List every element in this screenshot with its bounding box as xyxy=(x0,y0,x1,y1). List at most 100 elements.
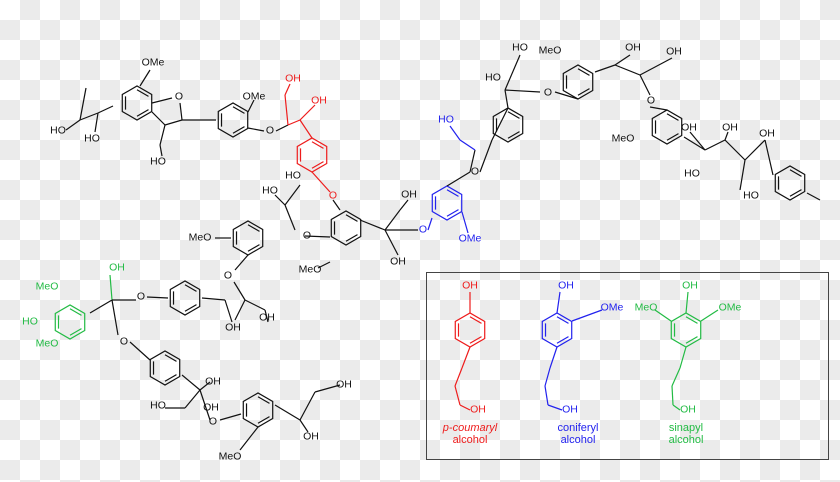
bond xyxy=(504,89,541,93)
bond xyxy=(332,199,341,211)
atom-label: O xyxy=(328,189,338,202)
double-bond xyxy=(164,374,177,382)
atom-label: MeO xyxy=(35,280,59,293)
bond xyxy=(274,194,286,206)
atom-label: OH xyxy=(225,321,241,334)
bond xyxy=(504,89,509,109)
atom-label: HO xyxy=(684,167,700,180)
double-bond xyxy=(232,106,245,114)
bond xyxy=(614,64,641,76)
bond xyxy=(469,149,476,173)
benzene-ring xyxy=(651,109,683,145)
p-coumaryl-alcohol: alcohol xyxy=(452,434,488,446)
bond xyxy=(724,139,746,161)
bond xyxy=(247,99,255,113)
atom-label: HO xyxy=(438,113,454,126)
atom-label: HO xyxy=(262,184,278,197)
double-bond xyxy=(136,89,149,97)
benzene-ring xyxy=(242,392,274,428)
atom-label: MeO xyxy=(218,450,242,463)
benzene-ring xyxy=(492,107,524,143)
double-bond xyxy=(232,126,245,134)
bond xyxy=(111,299,119,336)
bond xyxy=(427,217,433,231)
benzene-ring xyxy=(121,85,153,121)
benzene-ring xyxy=(54,304,86,340)
bond xyxy=(384,229,399,256)
bond xyxy=(671,385,674,406)
atom-label: OMe xyxy=(242,90,266,103)
bond xyxy=(159,144,163,157)
atom-label: HO xyxy=(485,71,501,84)
bond xyxy=(554,91,579,100)
atom-label: HO xyxy=(84,132,100,145)
bond xyxy=(146,296,169,299)
atom-label: MeO xyxy=(35,337,59,350)
atom-label: OH xyxy=(285,72,301,85)
bond xyxy=(639,57,673,76)
atom-label: OMe xyxy=(458,232,482,245)
bond xyxy=(614,54,631,66)
bond xyxy=(199,381,211,391)
atom-label: O xyxy=(646,94,656,107)
double-bond xyxy=(789,189,802,197)
sinapyl-meo: MeO xyxy=(634,301,658,314)
double-bond xyxy=(446,209,459,217)
double-bond xyxy=(345,214,358,222)
bond xyxy=(459,404,471,411)
double-bond xyxy=(69,328,82,336)
bond xyxy=(544,385,549,406)
atom-label: HO xyxy=(285,169,301,182)
bond xyxy=(449,125,461,141)
bond xyxy=(685,291,689,314)
bond xyxy=(89,299,113,314)
atom-label: OH xyxy=(401,188,417,201)
bond xyxy=(139,69,151,87)
bond xyxy=(264,309,269,323)
bond xyxy=(79,87,87,121)
atom-label: HO xyxy=(512,41,528,54)
bond xyxy=(739,159,746,191)
coniferyl-ome: OMe xyxy=(600,301,624,314)
bond xyxy=(151,111,166,126)
double-bond xyxy=(311,141,324,149)
double-bond xyxy=(685,336,698,344)
bond xyxy=(181,374,201,391)
atom-label: OH xyxy=(390,255,406,268)
atom-label: OH xyxy=(259,311,275,324)
double-bond xyxy=(666,133,679,141)
coniferyl-oh-top: OH xyxy=(558,279,574,292)
bond xyxy=(299,104,316,121)
bond xyxy=(806,192,821,201)
double-bond xyxy=(184,304,197,312)
bond xyxy=(224,299,233,323)
bond xyxy=(299,119,313,139)
bond xyxy=(199,389,211,421)
bond xyxy=(549,346,558,369)
atom-label: O xyxy=(119,335,129,348)
double-bond xyxy=(666,113,679,121)
bond xyxy=(454,367,463,387)
atom-label: MeO xyxy=(298,263,322,276)
double-bond xyxy=(469,336,482,344)
benzene-ring xyxy=(330,210,362,246)
sinapyl-alcohol: alcohol xyxy=(668,434,704,446)
bond xyxy=(65,119,81,131)
atom-label: OH xyxy=(759,127,775,140)
bond xyxy=(384,209,401,231)
bond xyxy=(284,184,301,206)
p-coumaryl-oh-top: OH xyxy=(462,279,478,292)
bond xyxy=(744,139,766,161)
benzene-ring xyxy=(431,185,463,221)
atom-label: OH xyxy=(625,41,641,54)
bond xyxy=(299,391,316,421)
bond xyxy=(179,102,183,121)
bond xyxy=(461,211,469,234)
double-bond xyxy=(184,284,197,292)
atom-label: O xyxy=(208,415,218,428)
bond xyxy=(151,97,173,104)
benzene-ring xyxy=(562,64,594,100)
atom-label: OH xyxy=(681,121,697,134)
atom-label: O xyxy=(174,90,184,103)
